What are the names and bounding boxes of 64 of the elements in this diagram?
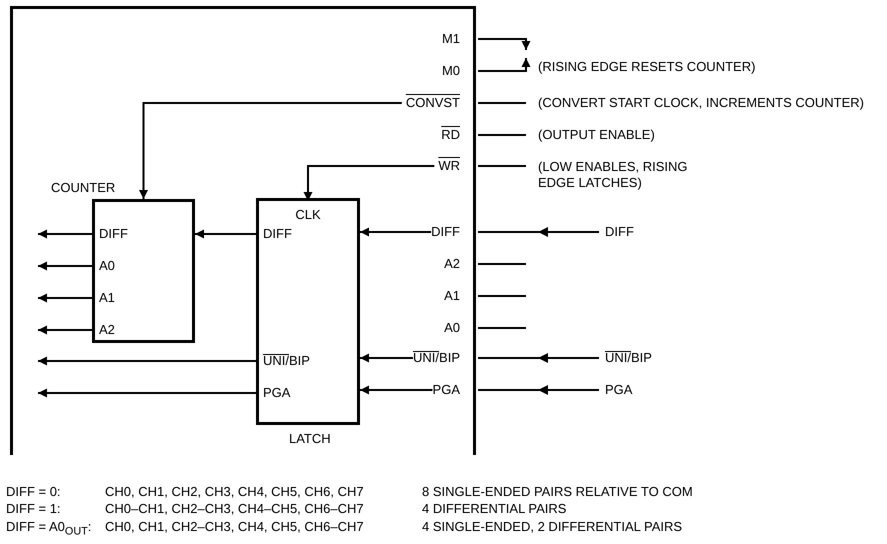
pin-line [478,102,526,104]
arrow [38,230,95,238]
arrow [38,294,95,302]
table-cell: DIFF = 0: [6,484,61,500]
arrow [478,38,530,50]
table-cell: DIFF = 1: [6,501,61,517]
pin-label: A1 [444,288,479,304]
pin-line [478,295,526,297]
arrow [195,230,259,238]
signal-label: PGA [605,382,632,398]
pin-line [478,263,526,265]
pin-label: A0 [95,258,115,274]
pin-label: DIFF [95,226,128,242]
block-title: LATCH [289,431,331,446]
pin-label: A1 [95,290,115,306]
table-cell: CH0, CH1, CH2, CH3, CH4, CH5, CH6, CH7 [105,484,364,500]
signal-label: DIFF [605,224,634,240]
pin-label: DIFF [431,224,479,240]
pin-label: DIFF [259,226,292,242]
arrow [478,227,599,237]
pin-line [478,134,526,136]
arrow [478,353,599,363]
arrow [38,262,95,270]
note-text: (LOW ENABLES, RISING EDGE LATCHES) [538,159,689,191]
pin-label: CONVST [406,95,479,111]
chip-outline [10,6,476,455]
table-cell: 4 SINGLE-ENDED, 2 DIFFERENTIAL PAIRS [422,519,682,535]
pin-label: A2 [95,322,115,338]
pin-label: A0 [444,320,479,336]
pin-label: WR [438,158,479,174]
arrow [478,58,530,72]
arrow [38,388,259,398]
signal-label: UNI/BIP [605,350,652,366]
node-box [263,354,289,355]
note-text: (OUTPUT ENABLE) [538,127,655,143]
arrow [38,356,259,366]
block-title: COUNTER [51,180,116,195]
pin-label: CLK [259,201,357,225]
table-cell: CH0, CH1, CH2–CH3, CH4, CH5, CH6–CH7 [105,519,364,535]
table-cell: CH0–CH1, CH2–CH3, CH4–CH5, CH6–CH7 [105,501,364,517]
arrow [360,354,414,362]
arrow [360,228,432,236]
arrow [478,385,599,395]
table-cell: 8 SINGLE-ENDED PAIRS RELATIVE TO COM [422,484,693,500]
table-cell: DIFF = A0$_{OUT}$: [6,519,92,540]
note-text: (RISING EDGE RESETS COUNTER) [516,50,756,75]
node-box [605,351,631,352]
node-box [413,351,440,352]
pin-label: UNI/BIP [259,353,310,369]
pin-label: PGA [259,385,290,401]
note-text: (CONVERT START CLOCK, INCREMENTS COUNTER) [538,95,864,111]
pin-label: M1 [442,31,479,47]
pin-label: M0 [442,63,479,79]
pin-label: PGA [432,382,479,398]
pin-line [478,327,526,329]
pin-label: RD [441,127,479,143]
arrow [38,326,95,334]
table-cell: 4 DIFFERENTIAL PAIRS [422,501,566,517]
pin-label: A2 [444,256,479,272]
pin-line [478,165,526,167]
arrow [360,386,433,394]
pin-label: UNI/BIP [413,350,479,366]
arrow [139,102,402,199]
arrow [304,165,434,201]
